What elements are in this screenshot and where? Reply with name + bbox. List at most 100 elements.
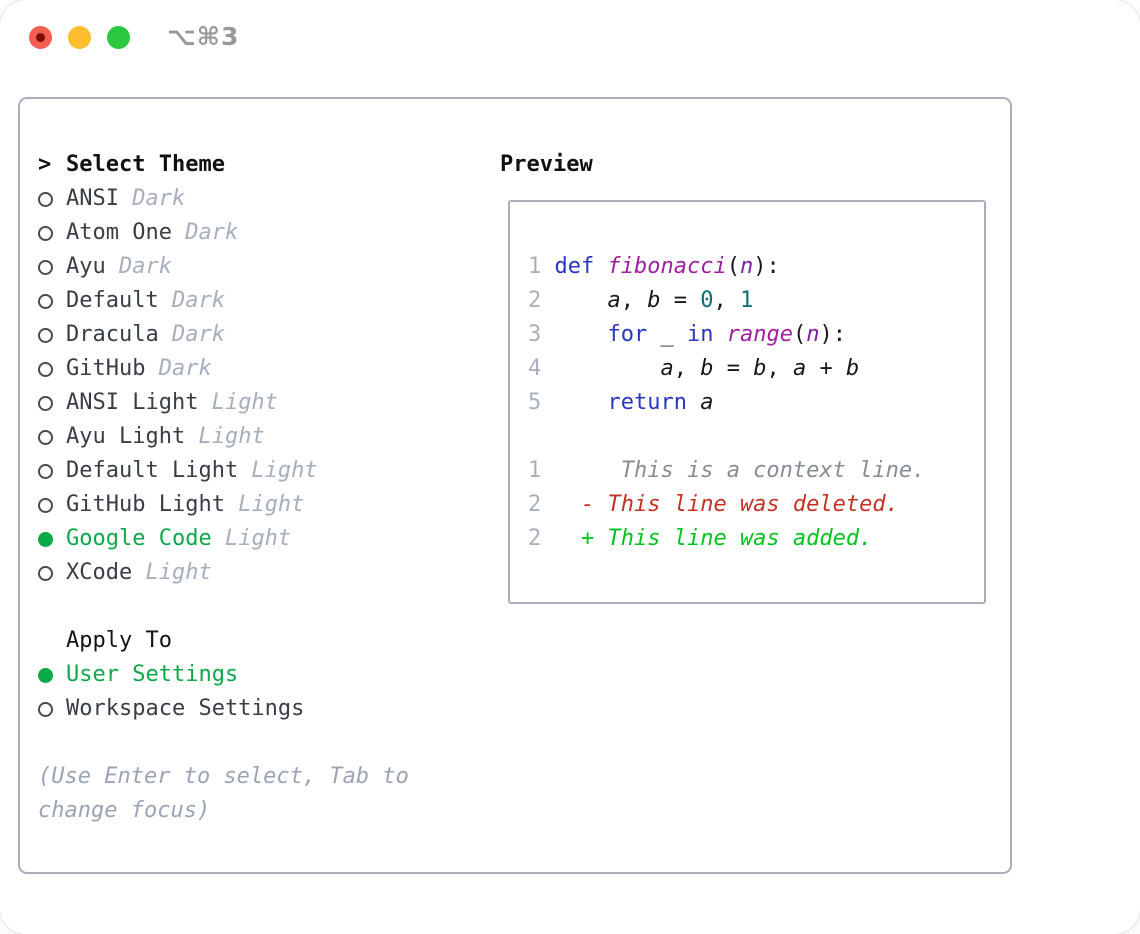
code-token: ( [792,322,807,347]
traffic-lights [29,26,130,49]
apply-to-label: Workspace Settings [66,696,305,721]
theme-name: Ayu Light [66,424,186,449]
theme-variant-label: Light [185,424,265,449]
help-text-line-1: (Use Enter to select, Tab to [38,764,409,789]
theme-option[interactable]: Ayu Light Light [38,420,409,454]
code-token: a [792,356,807,381]
code-token: b [845,356,860,381]
radio-unselected-icon [38,429,53,445]
radio-bullet [38,463,66,479]
zoom-button-icon[interactable] [107,26,130,49]
theme-name: Google Code [66,526,212,551]
theme-variant-label: Light [238,458,318,483]
theme-option[interactable]: Ayu Dark [38,250,409,284]
theme-variant-label: Light [132,560,212,585]
code-token [541,356,660,381]
preview-header: Preview [500,152,593,177]
radio-unselected-icon [38,565,53,581]
code-token: return [607,390,687,415]
spacer-row [38,726,409,760]
code-token: range [726,322,793,347]
radio-bullet [38,293,66,309]
theme-option[interactable]: Google Code Light [38,522,409,556]
code-line: 5 return a [528,386,925,420]
radio-bullet [38,531,66,547]
radio-bullet [38,565,66,581]
line-number: 2 [528,288,542,313]
theme-name: Default Light [66,458,239,483]
code-token: b [647,288,661,313]
prompt-icon: > [38,152,52,177]
code-token: ): [753,254,780,279]
diff-added-line: 2 + This line was added. [528,522,925,556]
theme-option[interactable]: Atom One Dark [38,216,409,250]
radio-bullet [38,497,66,513]
code-token: , [766,356,793,381]
apply-to-header: Apply To [66,628,172,653]
code-token: b [753,356,767,381]
code-token: = [713,356,754,381]
radio-bullet [38,361,66,377]
radio-unselected-icon [38,701,53,717]
theme-option[interactable]: Default Dark [38,284,409,318]
radio-bullet [38,701,66,717]
apply-to-header-row: Apply To [38,624,409,658]
theme-option[interactable]: GitHub Dark [38,352,409,386]
code-token [541,288,607,313]
code-token: , [620,288,648,313]
line-number: 4 [528,356,542,381]
theme-variant-label: Dark [105,254,172,279]
code-token [541,322,607,347]
code-token: + [806,356,846,381]
theme-name: Default [66,288,159,313]
select-theme-header: Select Theme [66,152,225,177]
theme-option[interactable]: Default Light Light [38,454,409,488]
code-token: , [673,356,701,381]
theme-option[interactable]: ANSI Light Light [38,386,409,420]
radio-bullet [38,429,66,445]
code-token: a [607,288,621,313]
radio-bullet [38,191,66,207]
code-line: 1 def fibonacci(n): [528,250,925,284]
code-token [713,322,726,347]
apply-to-label: User Settings [66,662,239,687]
close-button-icon[interactable] [29,26,52,49]
window-title: ⌥⌘3 [167,22,240,51]
blank-line [528,420,925,454]
theme-name: GitHub Light [66,492,225,517]
radio-unselected-icon [38,293,53,309]
code-line: 2 a, b = 0, 1 [528,284,925,318]
theme-name: Atom One [66,220,172,245]
code-token: n [739,254,754,279]
line-number: 5 [528,390,542,415]
theme-option[interactable]: ANSI Dark [38,182,409,216]
line-number: 1 [528,458,542,483]
code-token: a [660,356,674,381]
code-token: = [660,288,701,313]
spacer-row [38,590,409,624]
minimize-button-icon[interactable] [68,26,91,49]
theme-name: GitHub [66,356,146,381]
code-token [541,458,620,483]
radio-bullet [38,259,66,275]
code-line: 4 a, b = b, a + b [528,352,925,386]
theme-option[interactable]: Dracula Dark [38,318,409,352]
radio-unselected-icon [38,327,53,343]
apply-to-option[interactable]: User Settings [38,658,409,692]
theme-name: Dracula [66,322,159,347]
theme-variant-label: Light [224,492,305,517]
line-number: 3 [528,322,542,347]
radio-bullet [38,327,66,343]
theme-option[interactable]: XCode Light [38,556,409,590]
theme-option[interactable]: GitHub Light Light [38,488,409,522]
code-token: n [806,322,820,347]
code-token: This is a context line. [620,458,926,483]
theme-variant-label: Dark [145,356,212,381]
code-token: + This line was added. [581,526,873,551]
apply-to-option[interactable]: Workspace Settings [38,692,409,726]
code-token [541,526,581,551]
radio-unselected-icon [38,259,53,275]
